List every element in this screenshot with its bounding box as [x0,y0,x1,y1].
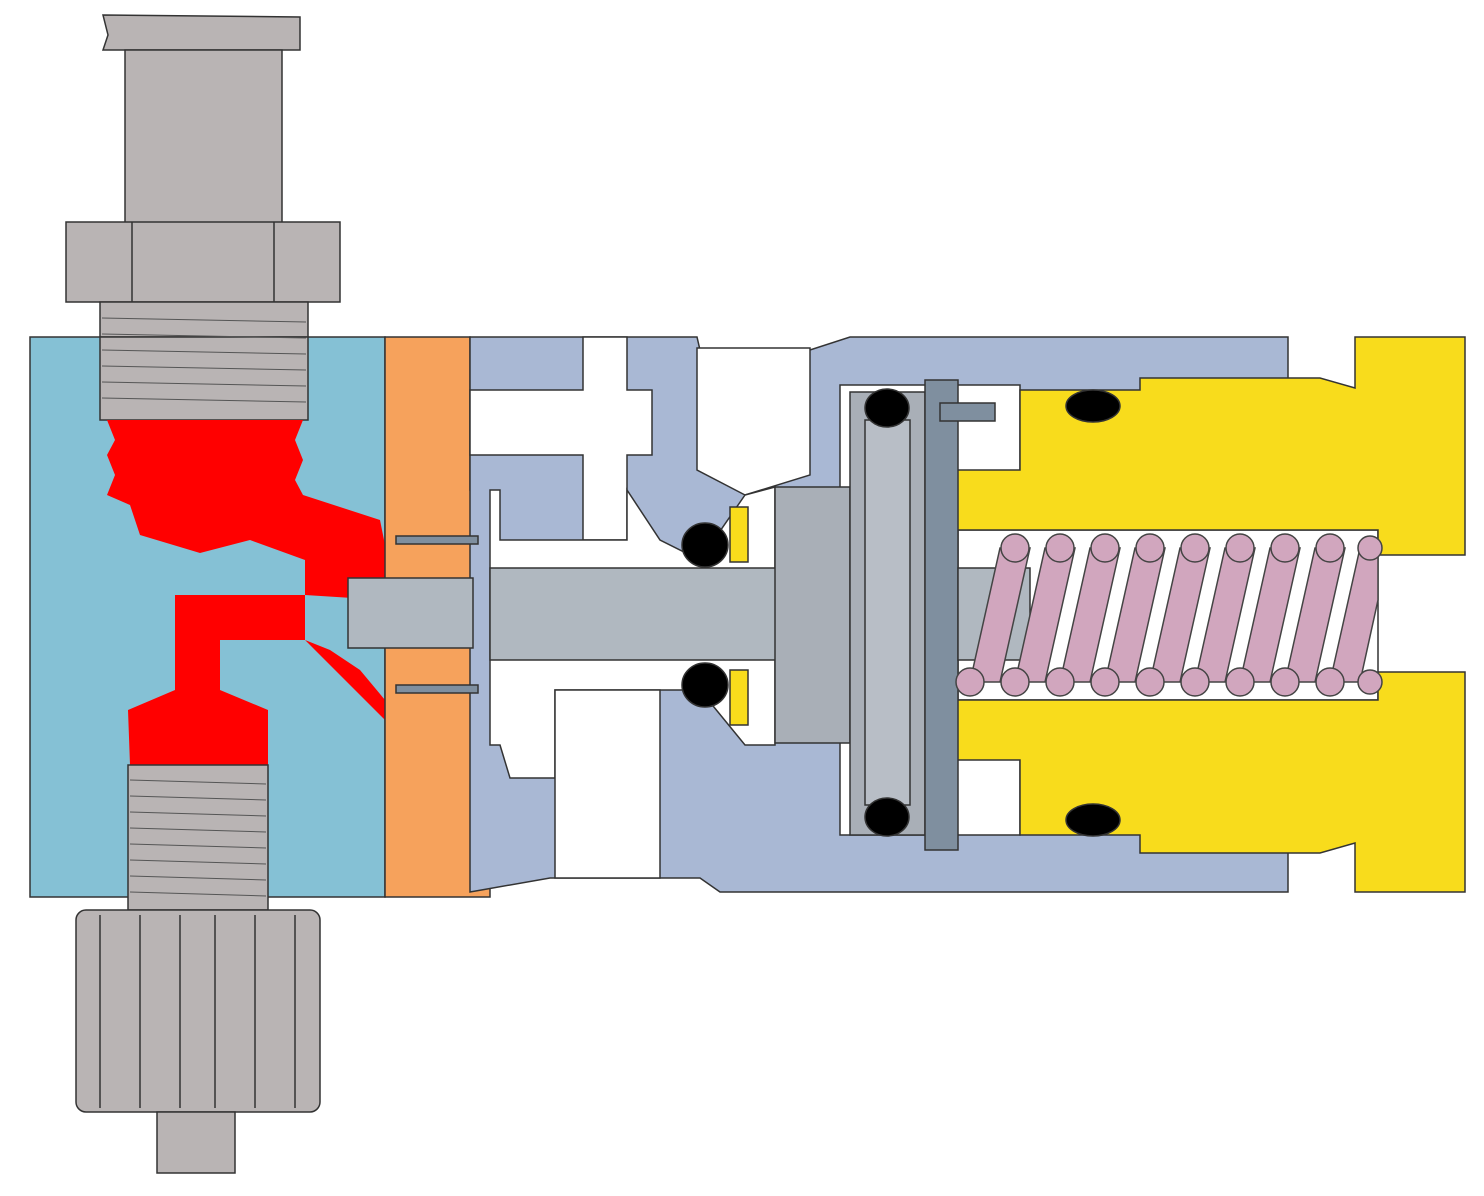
piston [774,486,851,744]
top-thread-inside [99,336,309,421]
bottom-stem [156,1111,236,1174]
adjuster-cap [949,336,1466,893]
spring-seat [924,379,959,851]
bottom-thread [127,764,269,911]
knurled-nut [75,909,321,1113]
stem-thread [347,577,474,649]
spring [955,533,1383,697]
backup-rings [729,506,749,726]
stem [489,567,781,661]
top-fitting-stem [124,49,283,226]
o-rings [681,388,1121,837]
retaining-clips [395,535,479,694]
fluid-passage [107,420,385,765]
bottom-fitting [75,764,321,1174]
hex-nut [65,221,341,303]
top-fitting-cap [101,14,301,51]
